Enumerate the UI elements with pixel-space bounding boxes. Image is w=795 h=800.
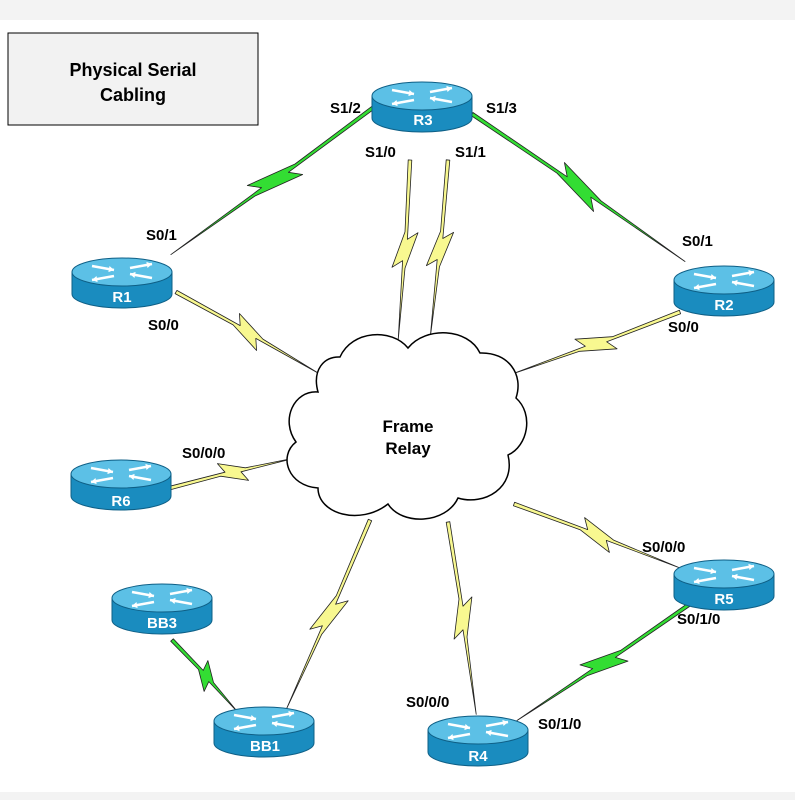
iface-r3-s1-0: S1/0 xyxy=(365,144,396,161)
link-r5-r4-direct xyxy=(516,602,692,721)
link-r3-r1-direct xyxy=(170,102,380,256)
router-label-r5: R5 xyxy=(714,591,733,608)
router-r2 xyxy=(673,265,775,317)
link-r2-frame-relay xyxy=(510,309,681,375)
iface-r5-s0-1-0: S0/1/0 xyxy=(677,611,720,628)
router-label-r2: R2 xyxy=(714,297,733,314)
title-line-1: Physical Serial xyxy=(69,60,196,80)
links-layer xyxy=(169,102,692,721)
iface-r3-s1-1: S1/1 xyxy=(455,144,486,161)
router-r6 xyxy=(70,459,172,511)
top-bar xyxy=(0,0,795,20)
link-r3-s1-0-frame-relay xyxy=(391,159,419,341)
iface-r3-s1-2: S1/2 xyxy=(330,100,361,117)
router-label-r3: R3 xyxy=(413,112,432,129)
link-r6-frame-relay xyxy=(169,457,297,491)
iface-r5-s0-0-0: S0/0/0 xyxy=(642,539,685,556)
iface-r1-s0-0: S0/0 xyxy=(148,317,179,334)
router-label-r6: R6 xyxy=(111,493,130,510)
router-bb1 xyxy=(213,706,315,758)
frame-relay-cloud: Frame Relay xyxy=(286,332,528,520)
iface-r2-s0-1: S0/1 xyxy=(682,233,713,250)
link-r1-frame-relay xyxy=(174,289,320,375)
router-label-bb1: BB1 xyxy=(250,738,280,755)
cloud-label-line-2: Relay xyxy=(385,439,431,458)
router-bb3 xyxy=(111,583,213,635)
iface-r4-s0-0-0: S0/0/0 xyxy=(406,694,449,711)
router-label-r4: R4 xyxy=(468,748,488,765)
routers-layer xyxy=(70,81,775,767)
iface-r4-s0-1-0: S0/1/0 xyxy=(538,716,581,733)
link-r3-s1-1-frame-relay xyxy=(425,159,455,339)
router-label-bb3: BB3 xyxy=(147,615,177,632)
cloud-label-line-1: Frame xyxy=(382,417,433,436)
router-r1 xyxy=(71,257,173,309)
title-line-2: Cabling xyxy=(100,85,166,105)
link-r3-r2-direct xyxy=(470,112,686,262)
iface-r6-s0-0-0: S0/0/0 xyxy=(182,445,225,462)
title-box: Physical Serial Cabling xyxy=(7,32,259,126)
router-r4 xyxy=(427,715,529,767)
iface-r2-s0-0: S0/0 xyxy=(668,319,699,336)
cloud-shape xyxy=(286,332,528,520)
bottom-bar xyxy=(0,792,795,800)
router-r3 xyxy=(371,81,473,133)
iface-r3-s1-3: S1/3 xyxy=(486,100,517,117)
link-r5-frame-relay xyxy=(513,501,680,569)
link-bb1-frame-relay xyxy=(285,518,373,710)
router-label-r1: R1 xyxy=(112,289,131,306)
link-bb3-bb1-direct xyxy=(170,638,240,714)
link-r4-frame-relay xyxy=(445,521,477,715)
iface-r1-s0-1: S0/1 xyxy=(146,227,177,244)
router-r5 xyxy=(673,559,775,611)
